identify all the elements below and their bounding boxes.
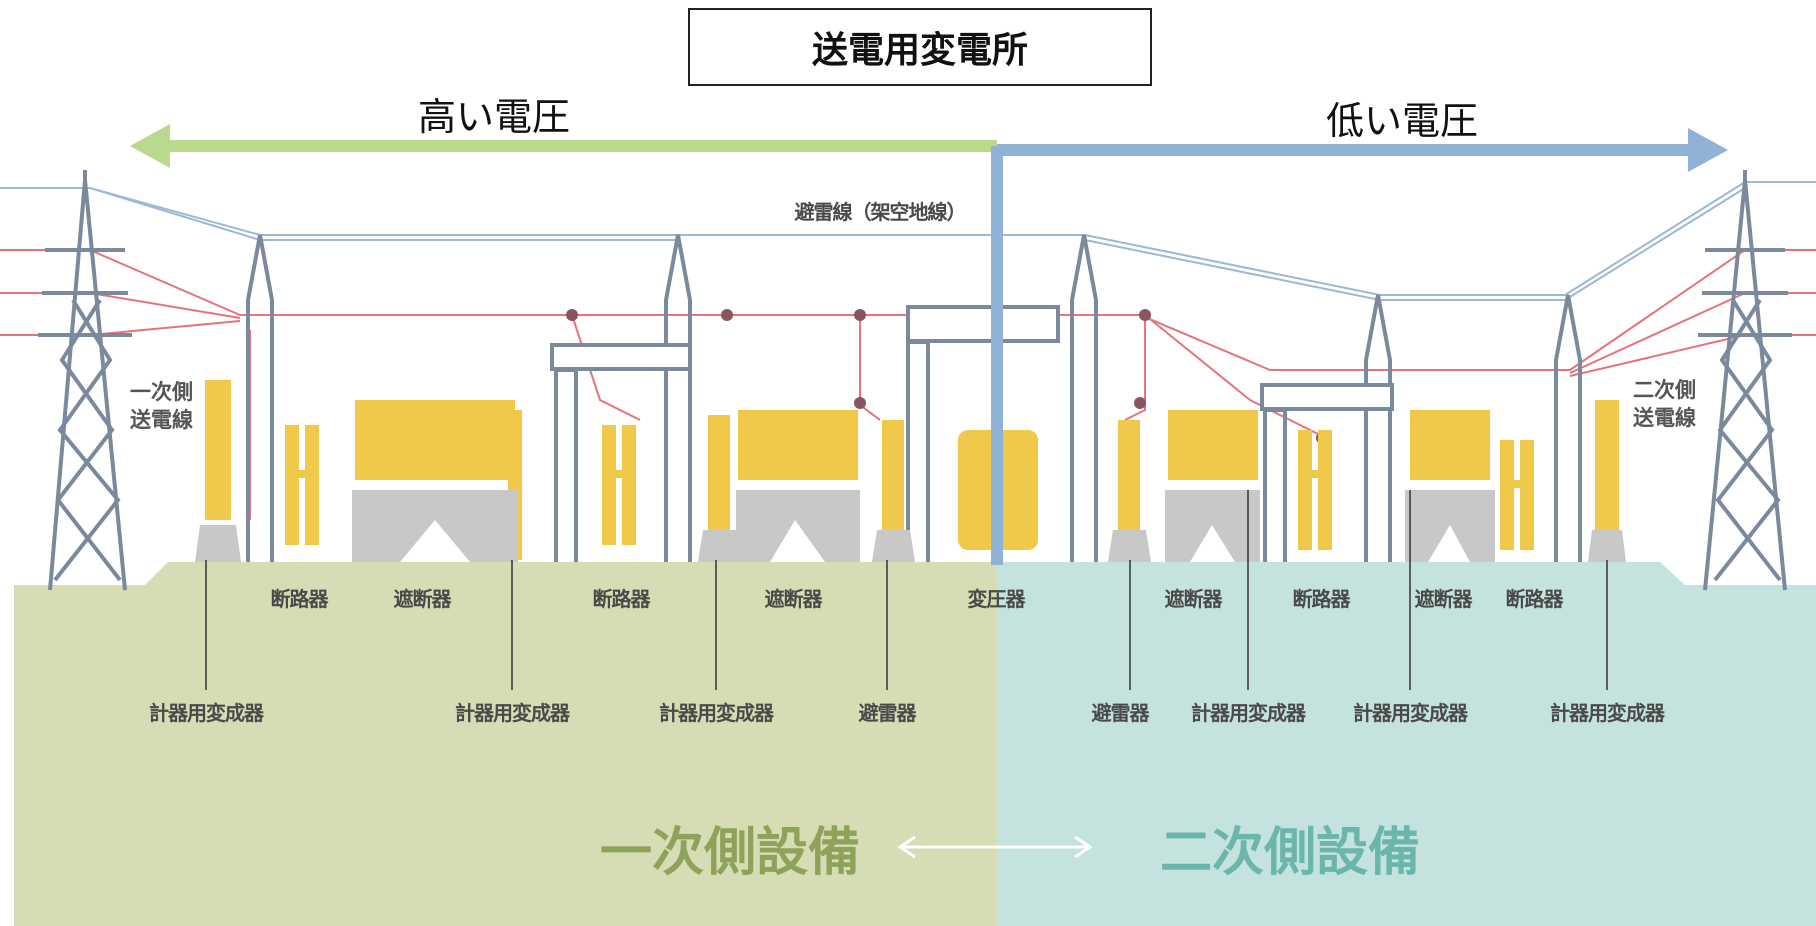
transformer-label: 変圧器 [967, 587, 1026, 611]
disconnector-label-1: 断路器 [270, 587, 329, 611]
label-pointer-lines [205, 490, 1608, 690]
secondary-transmission-line-label: 二次側 送電線 [1633, 378, 1696, 430]
transmission-tower-right [1698, 170, 1792, 591]
instrument-transformer-label-5: 計器用変成器 [1353, 701, 1468, 725]
circuit-breaker-label-2: 遮断器 [764, 587, 823, 611]
primary-equipment-title: 一次側設備 [600, 823, 861, 883]
lattice-masts [246, 234, 1582, 562]
circuit-breaker-label-4: 遮断器 [1414, 587, 1473, 611]
circuit-breaker-label-3: 遮断器 [1164, 587, 1223, 611]
secondary-equipment-title: 二次側設備 [1160, 823, 1421, 883]
instrument-transformer-label-3: 計器用変成器 [659, 701, 774, 725]
disconnector-label-2: 断路器 [592, 587, 651, 611]
transmission-tower-left [38, 170, 132, 591]
overhead-ground-wire-label: 避雷線（架空地線） [794, 200, 967, 224]
instrument-transformer-label-4: 計器用変成器 [1191, 701, 1306, 725]
high-voltage-label: 高い電圧 [418, 95, 571, 139]
disconnector-label-3: 断路器 [1292, 587, 1351, 611]
lightning-arrester-label-1: 避雷器 [858, 701, 917, 725]
instrument-transformer-label-2: 計器用変成器 [455, 701, 570, 725]
low-voltage-label: 低い電圧 [1326, 99, 1479, 143]
low-voltage-arrow [991, 128, 1728, 565]
lightning-arrester-label-2: 避雷器 [1091, 701, 1150, 725]
ground [14, 562, 1816, 926]
equipment-bases [195, 490, 1626, 562]
instrument-transformer-label-6: 計器用変成器 [1550, 701, 1665, 725]
primary-secondary-arrow [897, 835, 1093, 859]
instrument-transformer-label-1: 計器用変成器 [149, 701, 264, 725]
page-title: 送電用変電所 [688, 8, 1152, 86]
high-voltage-arrow [130, 124, 997, 168]
primary-transmission-line-label: 一次側 送電線 [130, 380, 193, 432]
disconnector-label-4: 断路器 [1505, 587, 1564, 611]
circuit-breaker-label-1: 遮断器 [393, 587, 452, 611]
